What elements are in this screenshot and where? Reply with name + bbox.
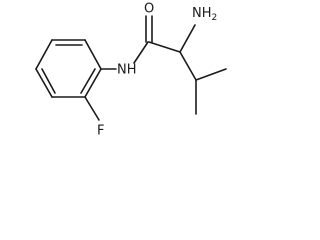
amine-nh2-label: NH2 xyxy=(192,6,217,23)
amine-subscript: 2 xyxy=(212,13,218,23)
carbon-fluorine-bond xyxy=(84,96,100,121)
alpha-beta-bond xyxy=(179,51,197,81)
structural-formula: F NH O NH2 xyxy=(35,2,227,139)
fluorine-label: F xyxy=(97,124,104,139)
ring-bond-3 xyxy=(84,68,102,98)
carbonyl-alpha-bond xyxy=(148,41,181,53)
alpha-amine-bond xyxy=(179,24,196,53)
ring-bond-6 xyxy=(35,39,53,70)
amine-nh-text: NH xyxy=(192,6,212,21)
benzene-ring xyxy=(35,39,102,98)
ring-double-bond-2 xyxy=(80,68,96,94)
beta-methyl-bond-1 xyxy=(195,68,227,81)
ring-double-bond-3 xyxy=(41,68,56,94)
amide-nh-label: NH xyxy=(117,63,137,78)
ring-bond-2 xyxy=(84,39,102,70)
nitrogen-carbonyl-bond xyxy=(133,41,149,64)
ring-bond-5 xyxy=(35,68,53,98)
oxygen-label: O xyxy=(144,2,154,17)
